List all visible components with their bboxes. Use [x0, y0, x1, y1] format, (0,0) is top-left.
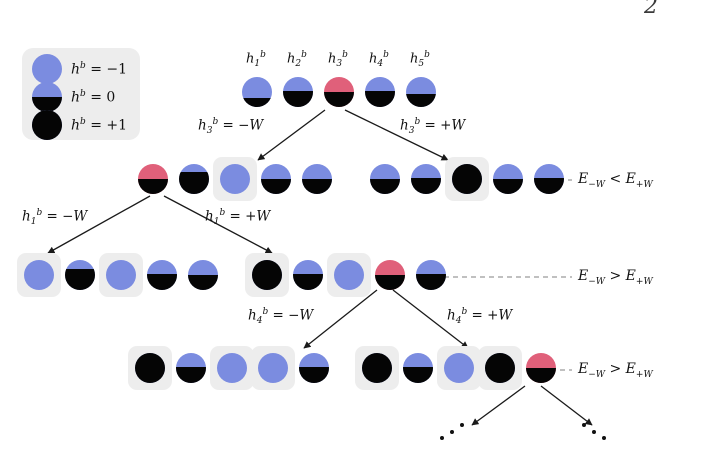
spin-node-fill: [261, 179, 291, 194]
edge-label-h4-minus: h4b = −W: [248, 307, 314, 327]
spin-node[interactable]: [176, 353, 206, 383]
spin-node-fill: [452, 164, 482, 194]
spin-node[interactable]: [452, 164, 482, 194]
edge-label-h4-plus: h4b = +W: [447, 307, 513, 327]
spin-node[interactable]: [147, 260, 177, 290]
spin-node-fill: [534, 177, 564, 194]
spin-node[interactable]: [138, 164, 168, 194]
legend-label-1: hb = 0: [71, 88, 116, 106]
spin-node-fill: [65, 269, 95, 290]
energy-comparison-2: E−W > E+W: [578, 268, 653, 287]
spin-node-fill: [252, 260, 282, 290]
spin-node[interactable]: [324, 77, 354, 107]
spin-node-fill: [302, 179, 332, 194]
energy-comparison-1: E−W < E+W: [578, 171, 653, 190]
spin-node[interactable]: [252, 260, 282, 290]
spin-node-fill: [370, 179, 400, 194]
spin-node[interactable]: [188, 260, 218, 290]
spin-node[interactable]: [283, 77, 313, 107]
edge-label-h1-minus: h1b = −W: [22, 208, 88, 228]
edge-l4-left: [471, 385, 526, 426]
edge-label-h3-minus: h3b = −W: [198, 117, 264, 137]
spin-node-fill: [403, 366, 433, 383]
spin-node-fill: [179, 171, 209, 194]
spin-node[interactable]: [416, 260, 446, 290]
column-label-h1: h1b: [246, 50, 266, 69]
spin-node-fill: [138, 179, 168, 194]
spin-node[interactable]: [258, 353, 288, 383]
spin-node[interactable]: [65, 260, 95, 290]
spin-node-fill: [411, 177, 441, 194]
column-label-h5: h5b: [410, 50, 430, 69]
spin-node[interactable]: [302, 164, 332, 194]
column-label-h2: h2b: [287, 50, 307, 69]
spin-node[interactable]: [526, 353, 556, 383]
legend-label-2: hb = +1: [71, 116, 128, 134]
spin-node[interactable]: [179, 164, 209, 194]
spin-node[interactable]: [334, 260, 364, 290]
legend-swatch-zero: [32, 82, 62, 112]
legend-box: hb = −1 hb = 0 hb = +1: [22, 48, 140, 140]
edge-root-left: [257, 109, 326, 161]
legend-swatch-minus-one: [32, 54, 62, 84]
spin-node[interactable]: [106, 260, 136, 290]
edge-label-h1-plus: h1b = +W: [205, 208, 271, 228]
spin-node[interactable]: [485, 353, 515, 383]
spin-node[interactable]: [403, 353, 433, 383]
spin-node-fill: [242, 98, 272, 107]
spin-node-fill: [526, 368, 556, 383]
column-label-h3: h3b: [328, 50, 348, 69]
legend-item-0: hb = −1: [32, 54, 127, 84]
spin-node-fill: [362, 353, 392, 383]
spin-node[interactable]: [375, 260, 405, 290]
spin-node-fill: [147, 273, 177, 290]
spin-node[interactable]: [135, 353, 165, 383]
spin-node[interactable]: [411, 164, 441, 194]
spin-node-fill: [188, 275, 218, 290]
spin-node-fill: [135, 353, 165, 383]
spin-node-fill: [485, 353, 515, 383]
spin-node-fill: [365, 90, 395, 107]
edge-label-h3-plus: h3b = +W: [400, 117, 466, 137]
spin-node[interactable]: [406, 77, 436, 107]
spin-node[interactable]: [444, 353, 474, 383]
spin-node-fill: [283, 90, 313, 107]
spin-node[interactable]: [493, 164, 523, 194]
spin-node[interactable]: [261, 164, 291, 194]
spin-node-fill: [299, 366, 329, 383]
energy-comparison-3: E−W > E+W: [578, 361, 653, 380]
spin-node[interactable]: [362, 353, 392, 383]
legend-swatch-plus-one: [32, 110, 62, 140]
spin-node-fill: [493, 179, 523, 194]
page-number: 2: [644, 0, 658, 19]
spin-node[interactable]: [534, 164, 564, 194]
spin-node[interactable]: [293, 260, 323, 290]
ellipsis-right: [582, 418, 618, 442]
spin-node[interactable]: [370, 164, 400, 194]
spin-node-fill: [293, 273, 323, 290]
spin-node-fill: [406, 93, 436, 107]
spin-node[interactable]: [24, 260, 54, 290]
spin-node-fill: [176, 366, 206, 383]
legend-label-0: hb = −1: [71, 60, 128, 78]
spin-node-fill: [416, 273, 446, 290]
legend-item-2: hb = +1: [32, 110, 127, 140]
column-label-h4: h4b: [369, 50, 389, 69]
spin-node[interactable]: [242, 77, 272, 107]
spin-node[interactable]: [365, 77, 395, 107]
spin-node[interactable]: [220, 164, 250, 194]
edge-l3-left: [303, 289, 378, 349]
spin-node[interactable]: [299, 353, 329, 383]
spin-node[interactable]: [217, 353, 247, 383]
ellipsis-left: [440, 418, 476, 442]
spin-node-fill: [375, 275, 405, 290]
legend-item-1: hb = 0: [32, 82, 115, 112]
spin-node-fill: [324, 92, 354, 107]
